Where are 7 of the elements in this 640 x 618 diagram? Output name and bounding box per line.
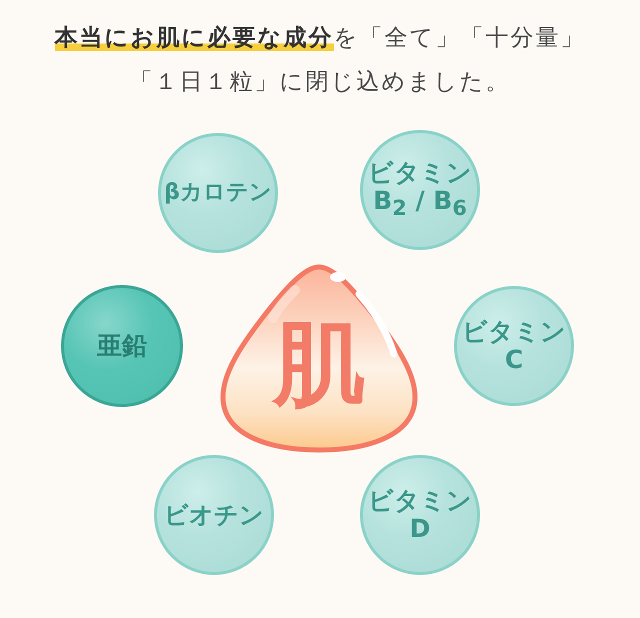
ingredient-label: βカロテン — [164, 180, 272, 206]
center-label: 肌 — [273, 317, 365, 409]
ingredient-label: ビタミンC — [462, 318, 566, 374]
ingredient-label: ビオチン — [164, 502, 264, 528]
ingredient-label: ビタミンB$_{2}$ / B$_{6}$ — [368, 159, 472, 221]
ingredient-label: ビタミンD — [368, 487, 472, 543]
ingredient-label: 亜鉛 — [97, 332, 147, 360]
